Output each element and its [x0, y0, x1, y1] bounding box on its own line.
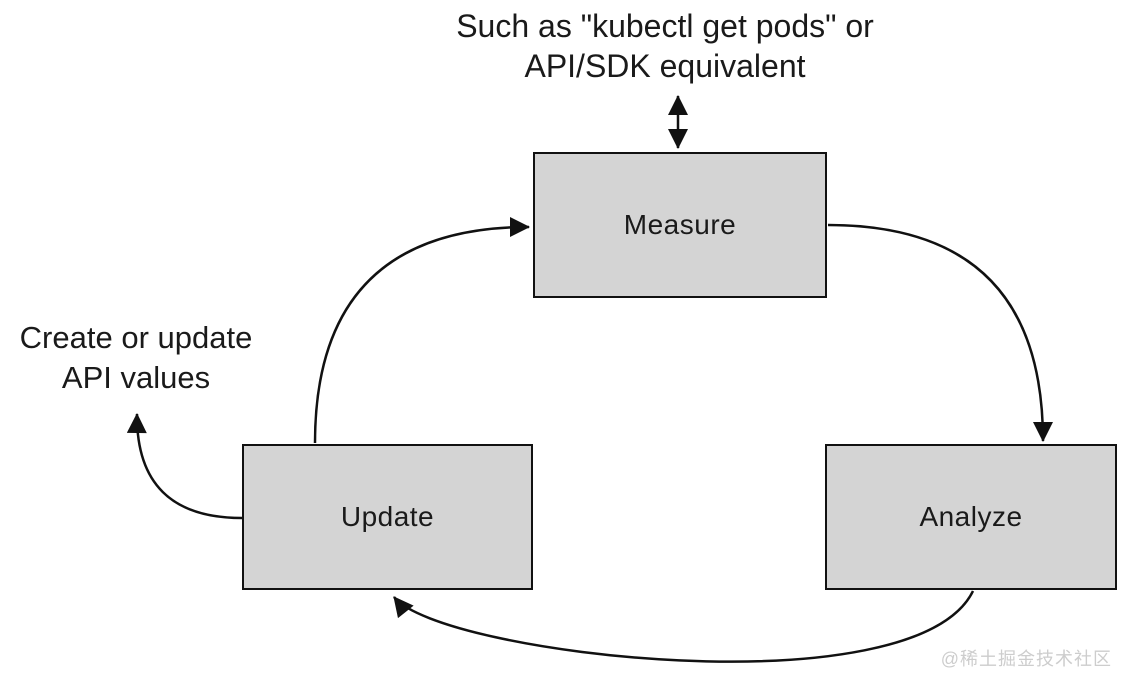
arrow-update-to-annotation-icon [126, 413, 243, 520]
arrow-update-to-measure-icon [313, 217, 530, 444]
node-update-label: Update [340, 501, 435, 532]
node-measure-label: Measure [623, 209, 737, 240]
arrow-measure-to-analyze-icon [827, 223, 1053, 442]
node-update: Update [242, 444, 533, 590]
arrow-analyze-to-update-icon [393, 590, 975, 663]
node-analyze-label: Analyze [919, 501, 1023, 532]
watermark: @稀土掘金技术社区 [940, 649, 1112, 669]
left-annotation-line2: API values [61, 360, 211, 395]
node-analyze: Analyze [825, 444, 1117, 590]
node-measure: Measure [533, 152, 827, 298]
top-annotation-line1: Such as "kubectl get pods" or [456, 8, 874, 44]
left-annotation-line1: Create or update [19, 320, 253, 355]
left-annotation: Create or update API values [0, 318, 272, 398]
top-annotation: Such as "kubectl get pods" or API/SDK eq… [424, 6, 906, 86]
top-annotation-line2: API/SDK equivalent [524, 48, 806, 84]
